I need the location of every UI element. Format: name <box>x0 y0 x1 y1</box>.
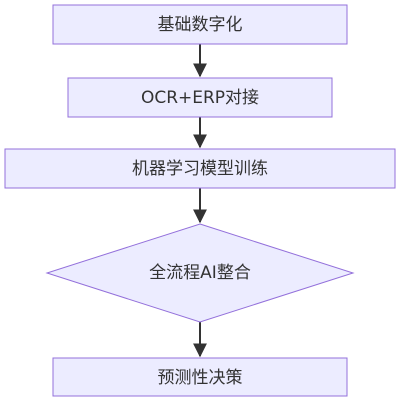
node-label: 预测性决策 <box>158 368 243 388</box>
node-ocr-erp: OCR+ERP对接 <box>67 77 333 118</box>
node-label: 全流程AI整合 <box>149 263 251 283</box>
node-label: OCR+ERP对接 <box>141 88 259 108</box>
node-label: 基础数字化 <box>158 15 243 35</box>
node-full-ai-integration: 全流程AI整合 <box>45 223 355 323</box>
node-ml-training: 机器学习模型训练 <box>4 148 396 189</box>
node-basic-digitization: 基础数字化 <box>52 4 348 45</box>
node-predictive-decision: 预测性决策 <box>52 357 348 397</box>
node-label: 机器学习模型训练 <box>132 159 268 179</box>
